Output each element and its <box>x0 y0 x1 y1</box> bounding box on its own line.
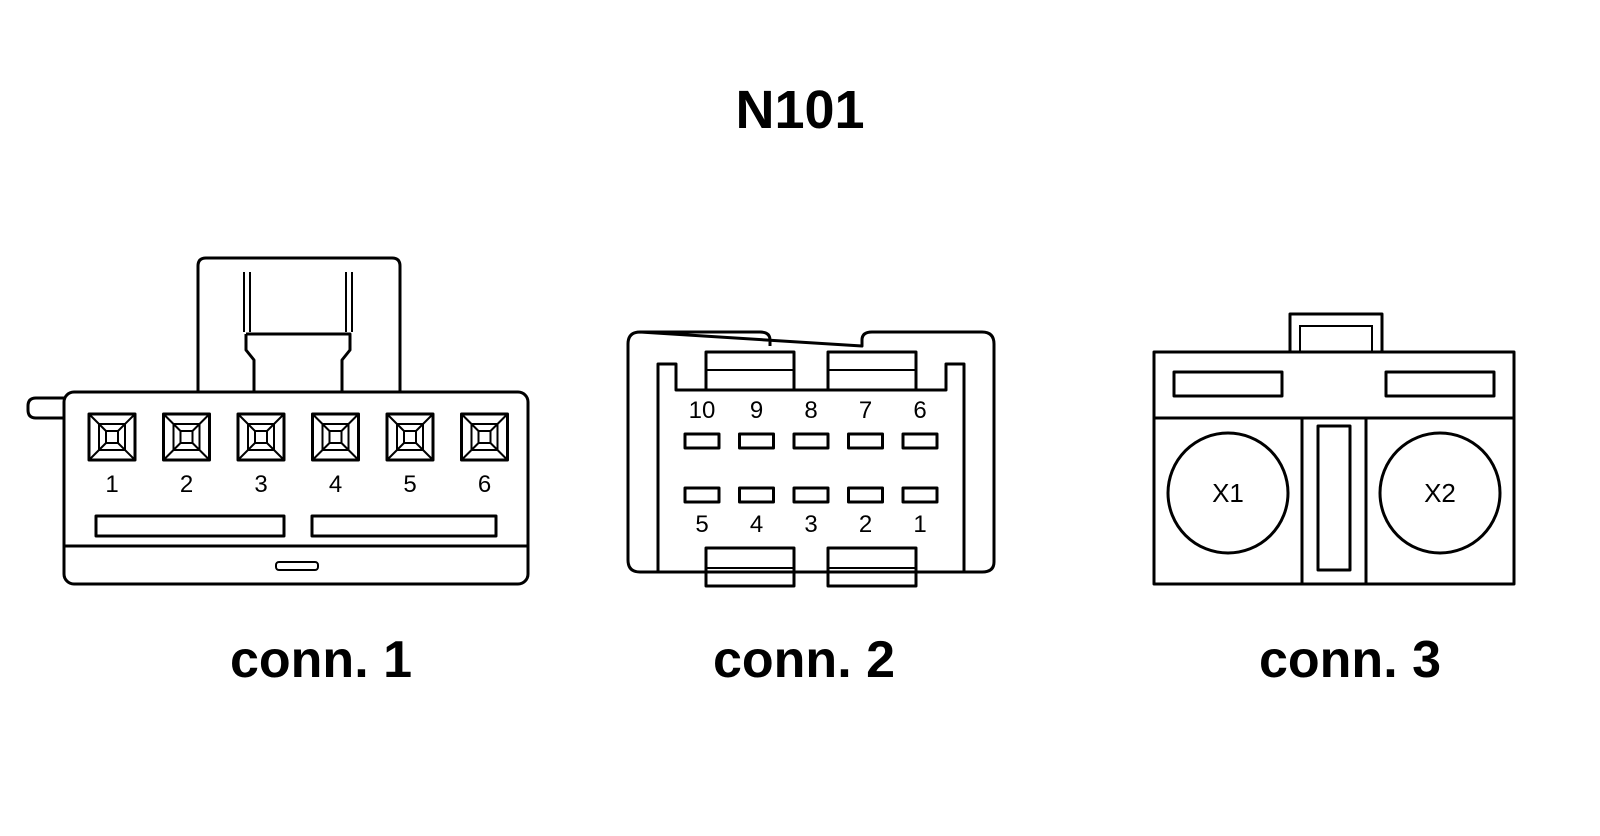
pin-label: 10 <box>689 397 716 424</box>
pin-label: 5 <box>403 471 416 498</box>
pin-label: 1 <box>105 471 118 498</box>
diagram-title: N101 <box>735 80 864 140</box>
pin-6: 6 <box>460 412 509 498</box>
pin-1: 1 <box>901 486 939 538</box>
pin-label: 3 <box>254 471 267 498</box>
pin-3: 3 <box>236 412 286 498</box>
pin-label: 8 <box>804 397 817 424</box>
terminal-label: X1 <box>1212 478 1244 508</box>
pin-4: 4 <box>311 412 360 498</box>
pin-label: 2 <box>859 511 872 538</box>
pin-label: 7 <box>859 397 872 424</box>
pin-6: 6 <box>901 397 939 450</box>
connector-1-caption: conn. 1 <box>230 631 412 689</box>
connector-2: 10 9 8 7 6 5 4 3 2 1 <box>626 330 996 588</box>
pin-3: 3 <box>792 486 830 538</box>
pin-label: 1 <box>913 511 926 538</box>
pin-5: 5 <box>385 412 435 498</box>
connector-1: 1 2 3 4 5 6 <box>26 256 530 586</box>
pin-7: 7 <box>847 397 884 450</box>
pin-label: 9 <box>750 397 763 424</box>
connector-2-caption: conn. 2 <box>713 631 895 689</box>
pin-9: 9 <box>738 397 775 450</box>
terminal-x2: X2 <box>1378 431 1502 555</box>
pin-4: 4 <box>738 486 775 538</box>
pin-label: 5 <box>695 511 708 538</box>
pin-label: 3 <box>804 511 817 538</box>
pin-label: 4 <box>750 511 763 538</box>
terminal-label: X2 <box>1424 478 1456 508</box>
pin-label: 6 <box>913 397 926 424</box>
pin-label: 6 <box>478 471 491 498</box>
connector-3: X1 X2 <box>1152 312 1516 586</box>
pin-8: 8 <box>792 397 830 450</box>
terminal-x1: X1 <box>1166 431 1290 555</box>
pin-label: 2 <box>180 471 193 498</box>
pin-2: 2 <box>162 412 211 498</box>
pin-1: 1 <box>87 412 137 498</box>
pin-2: 2 <box>847 486 884 538</box>
connector-3-caption: conn. 3 <box>1259 631 1441 689</box>
pin-label: 4 <box>329 471 342 498</box>
pin-5: 5 <box>683 486 721 538</box>
pin-10: 10 <box>683 397 721 450</box>
